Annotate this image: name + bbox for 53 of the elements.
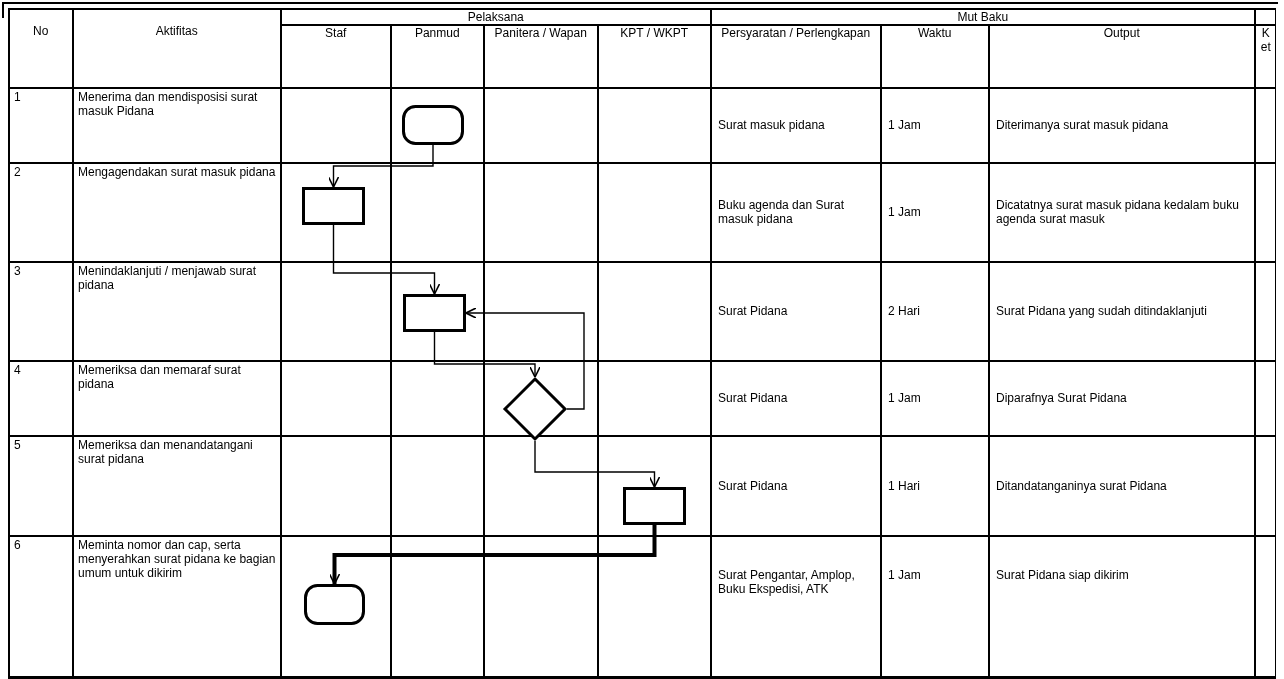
connector-arrow: [534, 440, 661, 488]
column-header: Panitera / Wapan: [494, 26, 587, 40]
process-box: [302, 187, 365, 225]
activity-text: Meminta nomor dan cap, serta menyerahkan surat pidana ke bagian umum untuk dikirim: [78, 538, 276, 580]
requirement-text: Surat Pengantar, Amplop, Buku Ekspedisi, ATK: [718, 568, 856, 596]
output-text: Diparafnya Surat Pidana: [996, 391, 1127, 406]
duration-text: 1 Jam: [888, 391, 921, 406]
column-header: Ket: [1260, 26, 1271, 54]
requirement-text: Surat Pidana: [718, 478, 788, 493]
row-number: 1: [14, 90, 21, 104]
duration-text: 1 Jam: [888, 118, 921, 133]
column-header: Waktu: [917, 26, 952, 40]
decision-diamond: [503, 377, 567, 441]
column-header: No: [33, 24, 49, 38]
requirement-text: Surat masuk pidana: [718, 118, 825, 133]
activity-text: Memeriksa dan memaraf surat pidana: [78, 363, 242, 391]
requirement-text: Surat Pidana: [718, 391, 788, 406]
output-text: Surat Pidana siap dikirim: [996, 568, 1129, 582]
duration-text: 1 Jam: [888, 568, 921, 582]
output-text: Diterimanya surat masuk pidana: [996, 118, 1169, 133]
column-header: Persyaratan / Perlengkapan: [721, 26, 871, 40]
activity-text: Memeriksa dan menandatangani surat pidana: [78, 438, 254, 466]
column-header: Aktifitas: [155, 24, 198, 38]
group-header: Mut Baku: [957, 10, 1009, 24]
activity-text: Menerima dan mendisposisi surat masuk Pidana: [78, 90, 259, 118]
column-header: Panmud: [414, 26, 460, 40]
column-header: Staf: [325, 26, 347, 40]
column-header: KPT / WKPT: [620, 26, 689, 40]
connector-arrow: [332, 224, 441, 295]
row-number: 5: [14, 438, 21, 452]
requirement-text: Buku agenda dan Surat masuk pidana: [718, 198, 846, 227]
terminator-shape: [304, 584, 365, 625]
column-header: Output: [1103, 26, 1140, 40]
process-box: [403, 294, 466, 332]
activity-text: Menindaklanjuti / menjawab surat pidana: [78, 264, 258, 292]
output-text: Dicatatnya surat masuk pidana kedalam buku agenda surat masuk: [996, 198, 1240, 227]
row-number: 2: [14, 165, 21, 179]
connector-arrow: [328, 525, 657, 585]
row-number: 3: [14, 264, 21, 278]
duration-text: 1 Jam: [888, 205, 921, 220]
output-text: Surat Pidana yang sudah ditindaklanjuti: [996, 304, 1207, 319]
connector-arrow: [433, 331, 541, 378]
duration-text: 1 Hari: [888, 478, 920, 493]
terminator-shape: [402, 105, 464, 145]
connector-arrow: [327, 144, 434, 188]
requirement-text: Surat Pidana: [718, 304, 788, 319]
row-number: 6: [14, 538, 21, 552]
group-header: Pelaksana: [467, 10, 524, 24]
row-number: 4: [14, 363, 21, 377]
connector-arrow: [465, 307, 585, 410]
output-text: Ditandatanganinya surat Pidana: [996, 478, 1167, 493]
process-box: [623, 487, 686, 525]
duration-text: 2 Hari: [888, 304, 920, 319]
